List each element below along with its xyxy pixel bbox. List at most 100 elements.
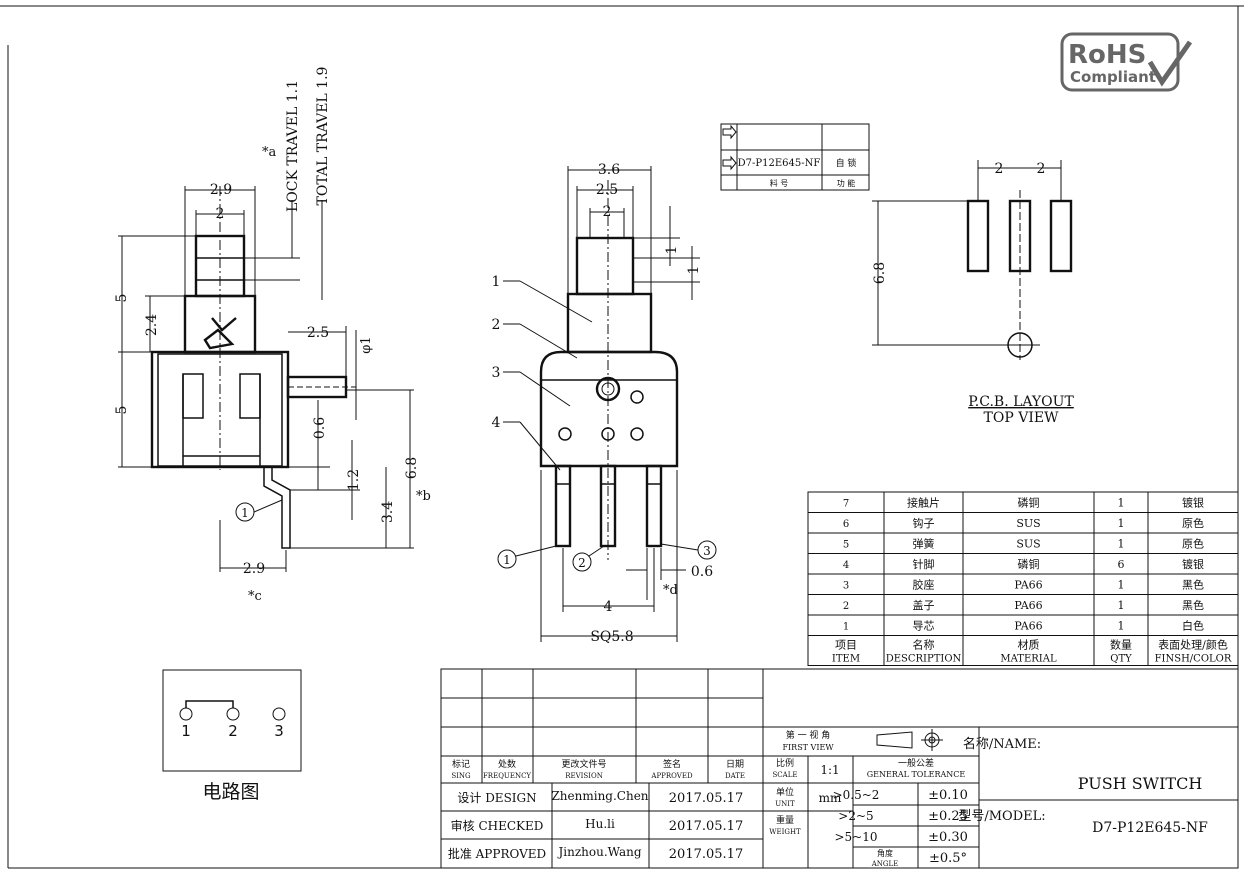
dim-body-square: SQ5.8	[590, 629, 633, 645]
bom-cell-name: 针脚	[913, 557, 935, 571]
pcb-title: P.C.B. LAYOUT	[968, 394, 1074, 410]
side-view: 2.9 2 5 2.4 5 LOCK TRAVEL 1.1 TOTAL TRAV…	[114, 67, 431, 604]
tolerance-range: >5~10	[834, 830, 877, 844]
name-label: 名称/NAME:	[963, 736, 1041, 752]
bom-cell-qty: 1	[1118, 538, 1125, 551]
dim-side-gap: 2.4	[144, 314, 160, 336]
unit-en: UNIT	[775, 800, 795, 808]
check-icon	[1147, 40, 1193, 87]
weight-cn: 重量	[776, 814, 794, 826]
leader-2: 2	[492, 317, 501, 333]
sign-role: 批准 APPROVED	[448, 846, 546, 861]
bom-cell-mat: SUS	[1016, 538, 1040, 551]
revision-header-cn: 日期	[726, 759, 744, 770]
tolerance-value: ±0.10	[928, 788, 968, 803]
dim-pin-span: 4	[604, 599, 613, 615]
tolerance-en: GENERAL TOLERANCE	[867, 770, 966, 779]
projection-en: FIRST VIEW	[782, 743, 834, 752]
leader-4: 4	[492, 415, 501, 431]
unit-cn: 单位	[776, 786, 794, 798]
sign-name: Hu.li	[585, 817, 615, 831]
bom-header-cn: 表面处理/颜色	[1158, 638, 1228, 652]
revision-header-cn: 标记	[452, 758, 470, 770]
name-value: PUSH SWITCH	[1078, 774, 1203, 793]
dim-side-upper: 5	[114, 294, 130, 303]
note-b: *b	[416, 489, 431, 504]
tolerance-cn: 一般公差	[898, 757, 934, 769]
revision-header-cn: 签名	[663, 758, 681, 770]
note-d: *d	[663, 583, 678, 598]
angle-cn: 角度	[877, 848, 893, 858]
dim-front-stem: 2.5	[596, 182, 618, 198]
title-block	[440, 668, 1239, 869]
tolerance-value: ±0.30	[928, 830, 968, 845]
dim-side-cap: 2	[216, 206, 225, 222]
pin-balloon-1: 1	[503, 553, 511, 567]
bom-cell-fin: 原色	[1182, 516, 1204, 530]
dim-side-width: 2.9	[210, 182, 232, 198]
weight-en: WEIGHT	[769, 828, 801, 836]
dim-total-height: 6.8	[404, 457, 420, 479]
bom-header-en: FINSH/COLOR	[1155, 654, 1232, 665]
bom-cell-no: 3	[843, 581, 849, 592]
bom-cell-fin: 原色	[1182, 537, 1204, 551]
pcb-pitch-right: 2	[1037, 161, 1046, 177]
revision-header-en: DATE	[725, 772, 745, 780]
bom-header-cn: 项目	[835, 639, 857, 652]
dim-front-cap: 3.6	[598, 162, 620, 178]
dim-lead-pitch: 2.9	[243, 561, 265, 577]
sign-date: 2017.05.17	[669, 819, 743, 834]
tolerance-range: >2~5	[838, 809, 873, 823]
bom-cell-mat: SUS	[1016, 517, 1040, 530]
scale-value: 1:1	[820, 763, 839, 777]
revision-header-en: FREQUENCY	[483, 772, 531, 780]
dim-shaft-length: 2.5	[307, 325, 329, 341]
bom-header-cn: 数量	[1110, 639, 1132, 652]
code-box: D7-P12E645-NF 自 锁 料 号 功 能	[720, 123, 870, 191]
code-box-label-part: 料 号	[770, 178, 789, 188]
unit-value: mm	[819, 791, 842, 805]
dim-lead-offset: 1.2	[346, 469, 362, 491]
side-balloon: 1	[241, 506, 249, 520]
bom-header-cn: 名称	[913, 638, 935, 652]
dim-front-notch2: 1	[686, 266, 702, 275]
total-travel-label: TOTAL TRAVEL 1.9	[315, 67, 331, 206]
bom-cell-qty: 1	[1118, 517, 1125, 530]
bom-cell-qty: 6	[1118, 558, 1125, 571]
dim-pin-width: 0.6	[691, 564, 713, 580]
bom-cell-fin: 黑色	[1182, 598, 1204, 612]
dim-front-notch1: 1	[664, 246, 680, 255]
bom-cell-no: 4	[843, 560, 849, 571]
note-a: *a	[262, 145, 277, 160]
bom-header-en: ITEM	[832, 654, 860, 665]
sign-date: 2017.05.17	[669, 791, 743, 806]
projection-cn: 第 一 视 角	[786, 729, 831, 741]
dim-lead-thickness: 0.6	[312, 417, 328, 439]
bom-cell-mat: 磷铜	[1018, 557, 1040, 571]
bom-header-en: DESCRIPTION	[886, 654, 962, 665]
front-view: 3.6 2.5 2 1 1 1 2 3 4 1 2	[492, 162, 717, 645]
rohs-logo-line1: RoHS	[1068, 40, 1146, 70]
bom-cell-fin: 镀银	[1182, 496, 1204, 510]
code-box-label-func: 功 能	[837, 178, 856, 188]
arrow-icon	[722, 155, 737, 171]
model-label: 型号/MODEL:	[958, 809, 1045, 824]
bom-cell-qty: 1	[1118, 497, 1125, 510]
scale-cn: 比例	[776, 757, 794, 769]
leader-1: 1	[492, 274, 501, 290]
sign-name: Zhenming.Chen	[551, 789, 648, 803]
bom-cell-no: 7	[843, 499, 849, 510]
bom-cell-mat: PA66	[1014, 599, 1042, 612]
bom-cell-mat: PA66	[1014, 579, 1042, 592]
bom-frame	[807, 491, 1239, 666]
bom-cell-name: 钩子	[913, 516, 935, 530]
bom-cell-fin: 白色	[1182, 619, 1204, 633]
revision-header-cn: 处数	[498, 758, 516, 770]
dim-side-lower: 5	[114, 406, 130, 415]
bom-header-en: QTY	[1110, 654, 1132, 665]
bom-cell-name: 弹簧	[913, 537, 935, 551]
code-box-func: 自 锁	[836, 157, 857, 169]
bom-cell-no: 1	[843, 622, 849, 633]
sign-role: 设计 DESIGN	[457, 791, 536, 805]
